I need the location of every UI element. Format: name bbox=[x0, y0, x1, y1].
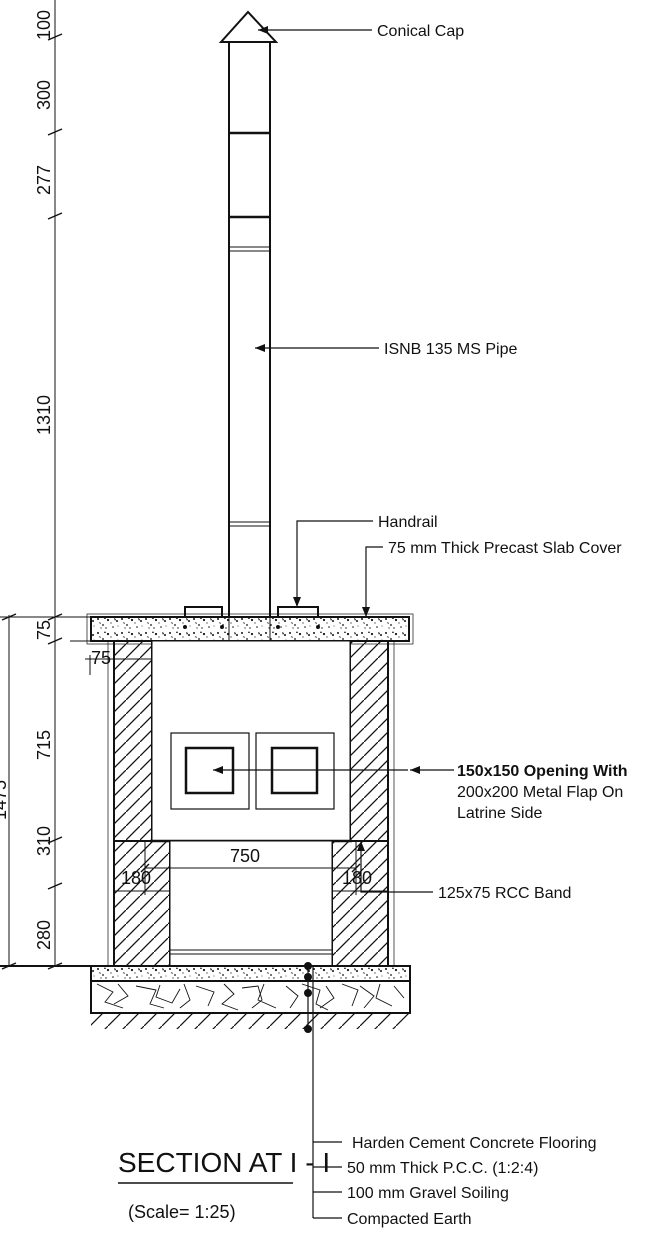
lower-band-walls bbox=[113, 840, 389, 967]
precast-slab-cover bbox=[86, 613, 414, 645]
opening-left bbox=[170, 732, 250, 810]
label-pcc: 50 mm Thick P.C.C. (1:2:4) bbox=[347, 1160, 538, 1177]
dim-1310: 1310 bbox=[34, 395, 54, 435]
label-opening-2: 200x200 Metal Flap On bbox=[457, 784, 623, 801]
dimension-chain-vertical bbox=[0, 0, 388, 966]
cement-concrete-flooring bbox=[90, 965, 411, 982]
section-title: SECTION AT I - I bbox=[118, 1147, 330, 1178]
label-rcc-band: 125x75 RCC Band bbox=[438, 885, 571, 902]
pit-walls bbox=[113, 640, 389, 843]
dim-band-right-180: 180 bbox=[342, 868, 372, 888]
section-scale: (Scale= 1:25) bbox=[128, 1202, 236, 1222]
label-earth: Compacted Earth bbox=[347, 1211, 472, 1228]
label-pipe: ISNB 135 MS Pipe bbox=[384, 341, 518, 358]
dim-band-left-180: 180 bbox=[121, 868, 151, 888]
dimension-ticks bbox=[1, 33, 361, 970]
label-opening-1: 150x150 Opening With bbox=[457, 763, 628, 780]
dim-310: 310 bbox=[34, 826, 54, 856]
dim-75-slab: 75 bbox=[34, 620, 54, 640]
dim-wall-75: 75 bbox=[91, 648, 111, 668]
label-opening-3: Latrine Side bbox=[457, 805, 542, 822]
leader-arrowheads bbox=[213, 26, 420, 851]
dim-277: 277 bbox=[34, 165, 54, 195]
leader-lines bbox=[213, 29, 454, 1219]
dim-280: 280 bbox=[34, 920, 54, 950]
label-conical-cap: Conical Cap bbox=[377, 23, 464, 40]
handrail-left bbox=[183, 606, 224, 629]
dim-total: 1475 bbox=[0, 780, 10, 820]
label-flooring: Harden Cement Concrete Flooring bbox=[352, 1135, 597, 1152]
label-handrail: Handrail bbox=[378, 514, 438, 531]
dim-300: 300 bbox=[34, 80, 54, 110]
dim-width-750: 750 bbox=[230, 846, 260, 866]
opening-right bbox=[255, 732, 335, 810]
vent-pipe bbox=[228, 41, 271, 619]
dim-100: 100 bbox=[34, 10, 54, 40]
gravel-soiling bbox=[90, 980, 411, 1014]
handrail-right bbox=[276, 606, 320, 629]
label-gravel: 100 mm Gravel Soiling bbox=[347, 1185, 509, 1202]
dim-715: 715 bbox=[34, 730, 54, 760]
compacted-earth bbox=[91, 1012, 410, 1029]
label-slab-cover: 75 mm Thick Precast Slab Cover bbox=[388, 540, 622, 557]
